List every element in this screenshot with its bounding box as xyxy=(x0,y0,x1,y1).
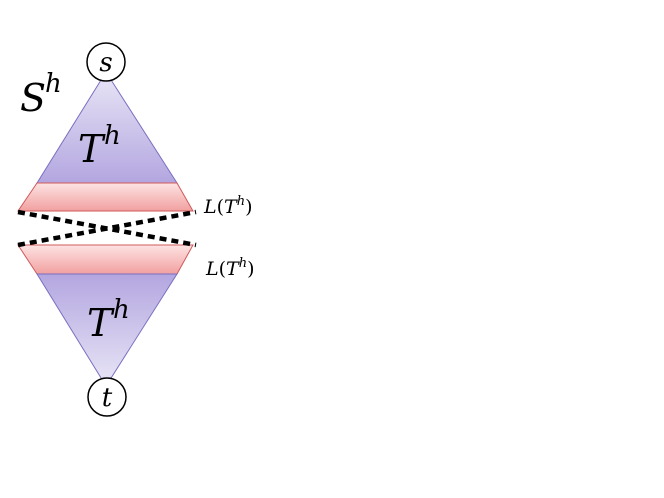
dashed-cross-line-2 xyxy=(17,209,197,248)
svg-text:L(Th): L(Th) xyxy=(203,194,253,218)
bottom-layer-T: T xyxy=(226,258,240,280)
top-layer-sup: h xyxy=(237,194,245,209)
top-layer-open-paren: ( xyxy=(217,196,224,218)
bottom-layer-close-paren: ) xyxy=(247,258,254,280)
top-layer-L: L xyxy=(203,196,217,218)
bottom-tree-triangle xyxy=(36,273,178,387)
sink-node-circle xyxy=(87,377,127,417)
bottom-layer-open-paren: ( xyxy=(219,258,226,280)
top-layer-band xyxy=(17,182,194,212)
bottom-tree-superscript: h xyxy=(113,295,130,325)
sink-node-label: t xyxy=(102,383,113,413)
source-node-circle xyxy=(86,42,126,82)
top-layer-close-paren: ) xyxy=(245,196,252,218)
outer-set-label: S xyxy=(20,76,46,120)
top-layer-label: L(Th) xyxy=(203,194,253,218)
top-layer-T: T xyxy=(224,196,238,218)
bottom-layer-label: L(Th) xyxy=(205,256,255,280)
top-tree-superscript: h xyxy=(104,121,121,151)
source-node-label: s xyxy=(99,48,112,78)
top-tree-label: T xyxy=(78,127,106,171)
bottom-layer-L: L xyxy=(205,258,219,280)
svg-text:L(Th): L(Th) xyxy=(205,256,255,280)
bottom-layer-sup: h xyxy=(239,256,247,271)
bottom-tree-label: T xyxy=(87,301,115,345)
outer-set-superscript: h xyxy=(45,69,62,99)
bottom-layer-band xyxy=(17,244,194,275)
